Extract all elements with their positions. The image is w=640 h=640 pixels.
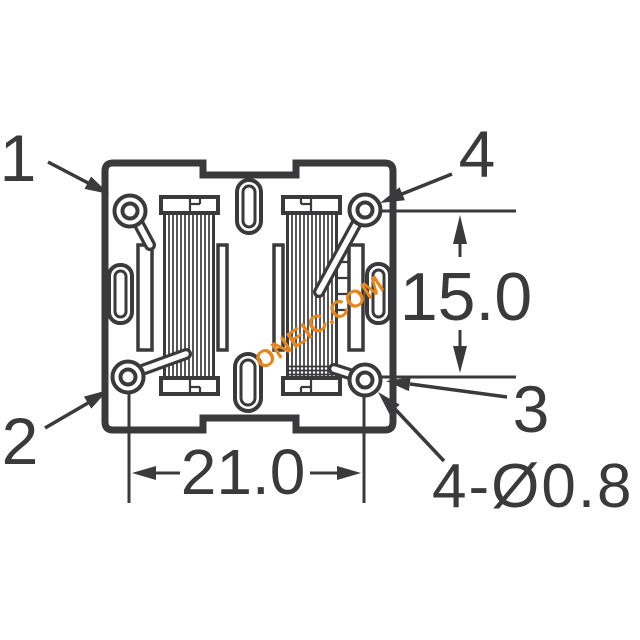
terminal-1-eyelet — [112, 193, 148, 229]
terminal-2-eyelet — [110, 359, 146, 395]
pin-2-label: 2 — [2, 404, 39, 478]
left-winding-bobbin — [136, 195, 229, 396]
pin-3-leader-arrow — [386, 377, 508, 399]
pin-4-label: 4 — [459, 117, 496, 191]
right-winding-bobbin — [272, 195, 365, 396]
mount-slot-top-center — [235, 178, 263, 235]
height-dimension-label: 15.0 — [400, 259, 532, 335]
terminal-3-eyelet — [347, 362, 383, 398]
mount-slot-right — [365, 262, 392, 325]
mount-slot-left — [107, 263, 134, 325]
width-dimension — [127, 394, 366, 503]
pin-1-label: 1 — [0, 121, 36, 195]
mount-slot-bottom-center — [233, 352, 263, 413]
width-dimension-label: 21.0 — [181, 436, 306, 508]
pin-3-label: 3 — [513, 372, 550, 446]
hole-spec-leader-arrow — [378, 392, 446, 463]
component-body-outline — [101, 159, 397, 434]
hole-spec-label: 4-Ø0.8 — [432, 452, 634, 521]
terminal-4-eyelet — [347, 192, 383, 228]
pin-4-leader-arrow — [380, 172, 453, 203]
height-dimension — [382, 209, 516, 379]
pin-1-leader-arrow — [47, 160, 109, 194]
pin-2-leader-arrow — [44, 390, 108, 430]
